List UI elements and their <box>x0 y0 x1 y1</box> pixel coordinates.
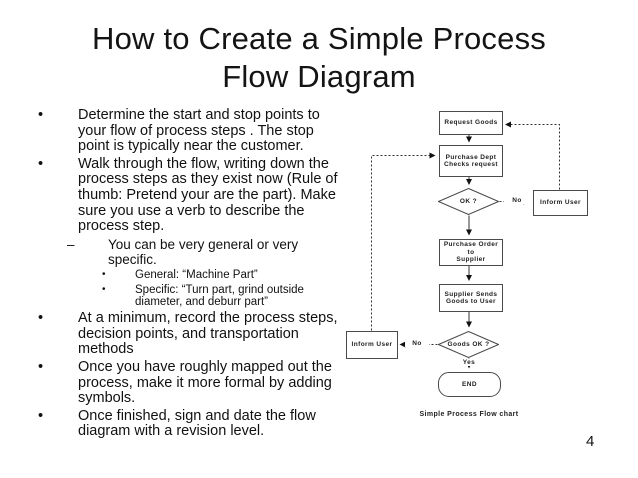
bullet-marker: • <box>38 107 44 123</box>
bullet-text: Once finished, sign and date the flow di… <box>78 407 316 440</box>
flowchart-node-inform-user-left: Inform User <box>346 331 398 359</box>
diamond-shape <box>438 188 499 215</box>
diamond-shape <box>438 331 499 358</box>
flowchart-node-end: END <box>438 372 501 397</box>
flowchart-node-purchase-order: Purchase Order to Supplier <box>439 239 503 266</box>
bullet-marker: • <box>102 268 106 280</box>
edge-label-yes: Yes <box>459 359 479 366</box>
node-label: Inform User <box>351 341 393 349</box>
bullet-marker: • <box>38 407 44 424</box>
process-flow-diagram: Request Goods Purchase Dept Checks reque… <box>330 105 638 440</box>
node-label: Purchase Dept Checks request <box>443 153 498 169</box>
bullet-item-5: • Specific: “Turn part, grind outside di… <box>0 284 340 310</box>
node-label: Supplier Sends Goods to User <box>444 290 498 306</box>
flowchart-node-inform-user-right: Inform User <box>533 190 588 216</box>
node-label: Inform User <box>540 199 581 207</box>
bullet-marker: • <box>38 358 44 375</box>
node-label: OK ? <box>459 197 478 205</box>
flowchart-node-ok-decision: OK ? <box>438 188 499 215</box>
edge-label-no-right: No <box>504 197 530 204</box>
node-label: Request Goods <box>444 119 498 127</box>
bullet-text: Walk through the flow, writing down the … <box>78 155 338 235</box>
slide-title-line1: How to Create a Simple Process <box>92 21 546 56</box>
bullet-list: • Determine the start and stop points to… <box>0 106 340 440</box>
flowchart-caption: Simple Process Flow chart <box>419 411 519 418</box>
edge-label-no-left: No <box>405 340 429 347</box>
bullet-marker: • <box>38 155 44 172</box>
bullet-text: Once you have roughly mapped out the pro… <box>78 358 332 407</box>
bullet-item-1: • Determine the start and stop points to… <box>0 107 340 155</box>
bullet-item-7: • Once you have roughly mapped out the p… <box>0 358 340 407</box>
bullet-text: Determine the start and stop points to y… <box>78 107 320 155</box>
bullet-text: General: “Machine Part” <box>135 268 258 281</box>
bullet-item-8: • Once finished, sign and date the flow … <box>0 407 340 440</box>
node-label: Purchase Order to Supplier <box>443 241 499 264</box>
bullet-marker: • <box>38 310 44 327</box>
slide-title-line2: Flow Diagram <box>222 59 416 94</box>
bullet-item-4: • General: “Machine Part” <box>0 269 340 282</box>
flowchart-node-goods-ok-decision: Goods OK ? <box>438 331 499 358</box>
bullet-text: At a minimum, record the process steps, … <box>78 310 338 358</box>
page-number: 4 <box>586 433 595 450</box>
node-label: Goods OK ? <box>447 340 490 348</box>
bullet-marker: – <box>67 236 75 252</box>
bullet-item-6: • At a minimum, record the process steps… <box>0 310 340 358</box>
bullet-item-2: • Walk through the flow, writing down th… <box>0 155 340 235</box>
bullet-text: Specific: “Turn part, grind outside diam… <box>135 283 304 309</box>
bullet-marker: • <box>102 283 106 295</box>
bullet-item-3: – You can be very general or very specif… <box>0 237 340 267</box>
node-label: END <box>462 380 477 388</box>
bullet-text: You can be very general or very specific… <box>108 236 299 267</box>
slide-title: How to Create a Simple Process Flow Diag… <box>0 20 638 96</box>
flowchart-node-purchase-dept: Purchase Dept Checks request <box>439 145 503 177</box>
flowchart-node-request-goods: Request Goods <box>439 111 503 135</box>
flowchart-node-supplier-sends: Supplier Sends Goods to User <box>439 284 503 312</box>
